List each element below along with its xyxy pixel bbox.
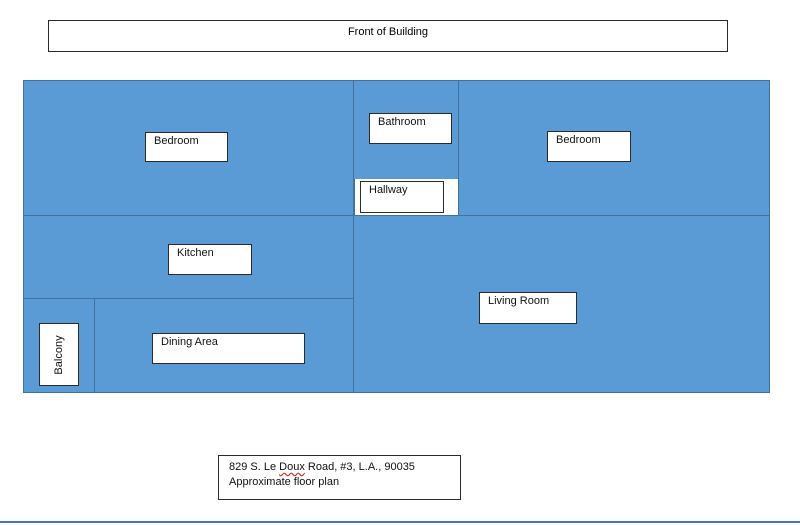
label-balcony: Balcony: [39, 323, 79, 386]
caption-subtitle: Approximate floor plan: [229, 476, 340, 488]
label-bedroom-left: Bedroom: [145, 132, 228, 162]
label-bedroom-right: Bedroom: [547, 131, 631, 162]
label-balcony-text: Balcony: [53, 334, 65, 375]
label-hallway: Hallway: [360, 181, 444, 213]
label-living-room: Living Room: [479, 292, 577, 324]
label-dining-area: Dining Area: [152, 333, 305, 364]
label-kitchen: Kitchen: [168, 244, 252, 275]
address-line: 829 S. Le Doux Road, #3, L.A., 90035: [229, 460, 450, 475]
address-caption: 829 S. Le Doux Road, #3, L.A., 90035 App…: [218, 455, 461, 500]
address-prefix: 829 S. Le: [229, 461, 280, 473]
front-of-building-label: Front of Building: [48, 20, 728, 52]
label-bathroom: Bathroom: [369, 113, 452, 144]
address-suffix: Road, #3, L.A., 90035: [304, 461, 415, 473]
page-bottom-rule: [0, 521, 800, 523]
address-street-name: Doux: [279, 461, 305, 473]
